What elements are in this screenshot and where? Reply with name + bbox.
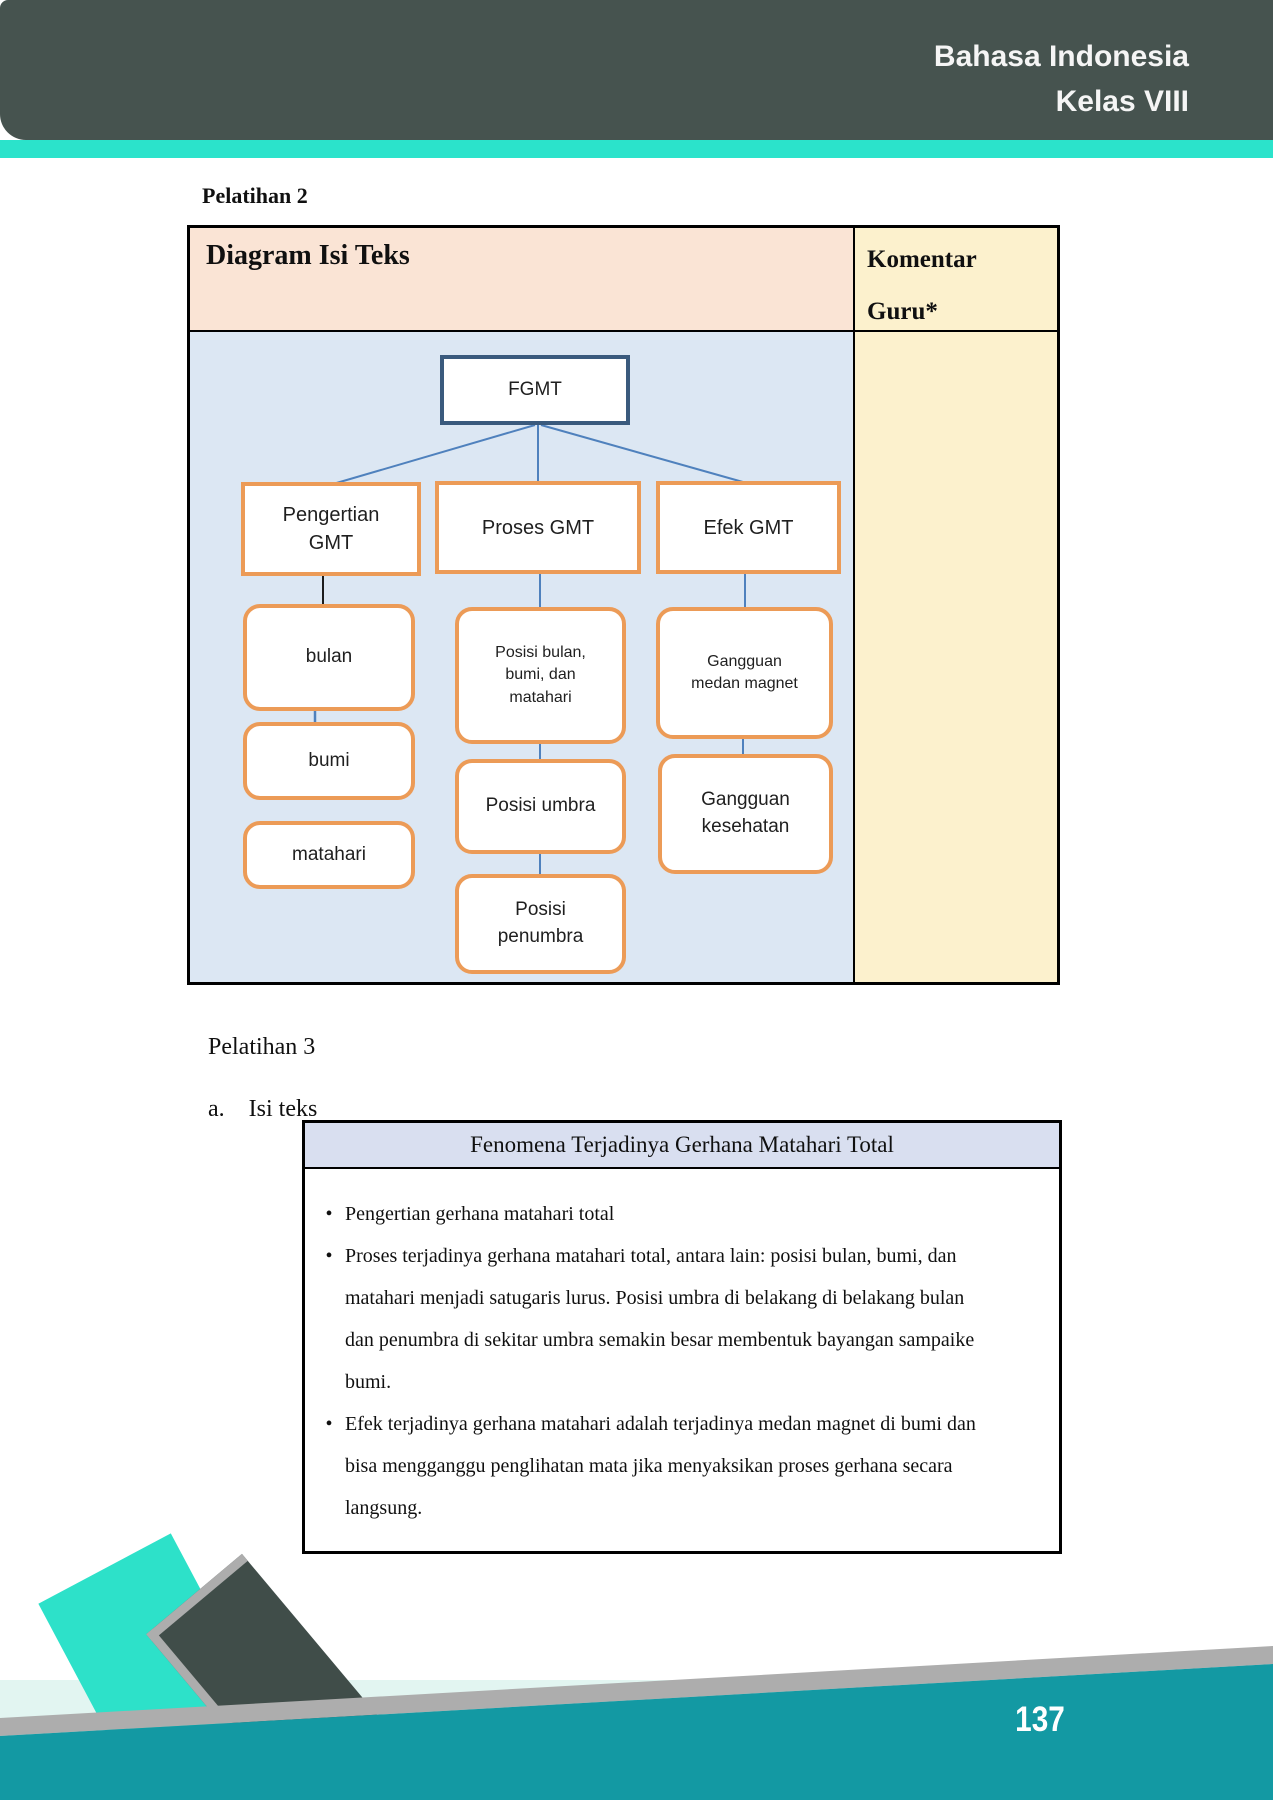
header-grade: Kelas VIII xyxy=(1055,85,1189,118)
diagram-box-gangguan-magnet-label: Gangguan medan magnet xyxy=(691,652,798,692)
diagram-cell: FGMT Pengertian GMT Proses GMT Efek GMT … xyxy=(190,332,855,982)
diagram-box-bumi: bumi xyxy=(243,722,415,800)
diagram-box-gangguan-kesehatan: Gangguan kesehatan xyxy=(658,754,833,874)
bullet-text: Proses terjadinya gerhana matahari total… xyxy=(345,1245,975,1393)
list-item: • Proses terjadinya gerhana matahari tot… xyxy=(313,1235,1035,1403)
diagram-box-proses-gmt-label: Proses GMT xyxy=(481,516,595,539)
diagram-box-posisi-penumbra-label: Posisi penumbra xyxy=(497,899,584,947)
diagram-box-pengertian-gmt: Pengertian GMT xyxy=(241,482,421,576)
bullet-text: Efek terjadinya gerhana matahari adalah … xyxy=(345,1413,976,1519)
isi-teks-table-body: • Pengertian gerhana matahari total • Pr… xyxy=(305,1169,1059,1529)
diagram-box-bulan: bulan xyxy=(243,604,415,711)
diagram-box-posisi-umbra-label: Posisi umbra xyxy=(485,795,596,817)
diagram-table-col2-header: Komentar Guru* xyxy=(855,228,1057,332)
header-text: Bahasa Indonesia Kelas VIII xyxy=(934,34,1189,124)
header-subject: Bahasa Indonesia xyxy=(933,40,1189,73)
bullet-dot: • xyxy=(325,1245,333,1267)
isi-teks-table: Fenomena Terjadinya Gerhana Matahari Tot… xyxy=(302,1120,1062,1554)
diagram-box-gangguan-kesehatan-label: Gangguan kesehatan xyxy=(701,789,790,837)
pelatihan-3-title: Pelatihan 3 xyxy=(208,1034,316,1060)
diagram-box-posisi-bulan-bumi-matahari: Posisi bulan, bumi, dan matahari xyxy=(455,607,626,744)
diagram-table-col1-header: Diagram Isi Teks xyxy=(190,228,855,332)
header-accent-strip xyxy=(0,140,1273,158)
diagram-box-efek-gmt: Efek GMT xyxy=(656,481,841,574)
diagram-box-pengertian-gmt-label: Pengertian GMT xyxy=(282,504,380,554)
komentar-cell xyxy=(855,332,1057,982)
item-letter: a. xyxy=(208,1096,225,1122)
diagram-box-bulan-label: bulan xyxy=(305,646,353,668)
diagram-box-fgmt: FGMT xyxy=(440,355,630,425)
diagram-box-posisi-penumbra: Posisi penumbra xyxy=(455,874,626,974)
diagram-box-matahari-label: matahari xyxy=(292,843,366,865)
diagram-box-gangguan-medan-magnet: Gangguan medan magnet xyxy=(656,607,833,739)
diagram-box-proses-gmt: Proses GMT xyxy=(435,481,641,574)
pelatihan-2-title: Pelatihan 2 xyxy=(202,183,308,208)
komentar-header-line2: Guru* xyxy=(867,298,938,325)
diagram-box-fgmt-label: FGMT xyxy=(508,378,562,400)
page-number: 137 xyxy=(1015,1700,1065,1739)
list-item: • Pengertian gerhana matahari total xyxy=(313,1193,1035,1235)
diagram-connector-lines xyxy=(313,424,751,876)
diagram-box-bumi-label: bumi xyxy=(308,749,350,771)
diagram-box-efek-gmt-label: Efek GMT xyxy=(703,516,794,539)
pelatihan-3-item-a: a. Isi teks xyxy=(208,1096,317,1123)
footer-teal-wedge xyxy=(0,1646,1273,1800)
diagram-table: Diagram Isi Teks Komentar Guru* FGMT xyxy=(187,225,1060,985)
diagram-box-posisi-bulan-label: Posisi bulan, bumi, dan matahari xyxy=(495,643,586,706)
list-item: • Efek terjadinya gerhana matahari adala… xyxy=(313,1403,1035,1529)
diagram-box-posisi-umbra: Posisi umbra xyxy=(455,759,626,854)
header-band: Bahasa Indonesia Kelas VIII xyxy=(0,0,1273,140)
bullet-dot: • xyxy=(325,1203,333,1225)
bullet-dot: • xyxy=(325,1413,333,1435)
isi-teks-table-title: Fenomena Terjadinya Gerhana Matahari Tot… xyxy=(305,1123,1059,1169)
diagram-box-matahari: matahari xyxy=(243,821,415,889)
bullet-text: Pengertian gerhana matahari total xyxy=(345,1203,615,1225)
item-label: Isi teks xyxy=(248,1096,318,1122)
komentar-header-line1: Komentar xyxy=(867,246,977,273)
